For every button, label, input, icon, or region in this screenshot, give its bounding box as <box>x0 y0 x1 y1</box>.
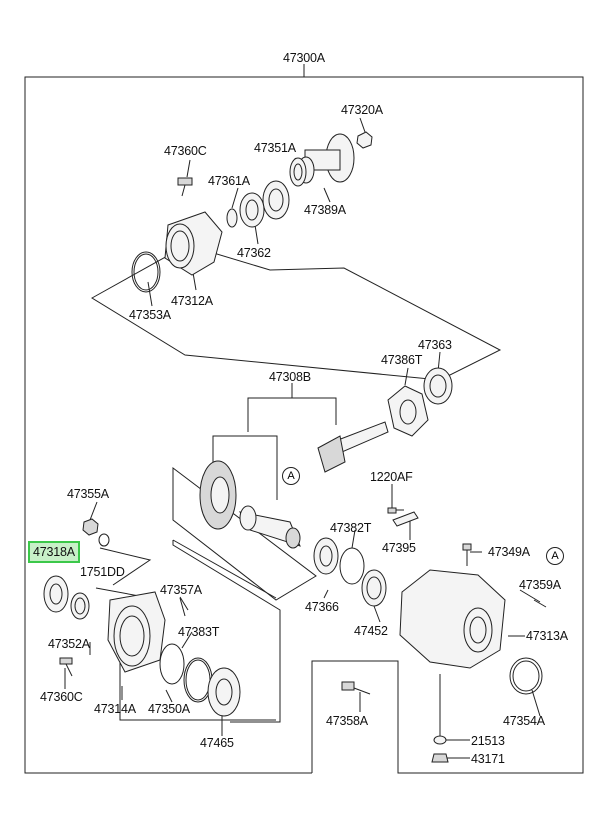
part-label-47352A[interactable]: 47352A <box>48 637 90 651</box>
part-label-47363[interactable]: 47363 <box>418 338 452 352</box>
part-label-47318A-highlighted[interactable]: 47318A <box>28 541 80 563</box>
part-label-47354A[interactable]: 47354A <box>503 714 545 728</box>
part-label-47360C-top[interactable]: 47360C <box>164 144 207 158</box>
part-label-47349A[interactable]: 47349A <box>488 545 530 559</box>
reference-marker-a: A <box>282 467 300 485</box>
part-label-47383T[interactable]: 47383T <box>178 625 220 639</box>
part-label-47395[interactable]: 47395 <box>382 541 416 555</box>
part-label-47308B[interactable]: 47308B <box>269 370 311 384</box>
part-label-47361A[interactable]: 47361A <box>208 174 250 188</box>
part-label-47350A[interactable]: 47350A <box>148 702 190 716</box>
part-label-1751DD[interactable]: 1751DD <box>80 565 125 579</box>
part-label-21513[interactable]: 21513 <box>471 734 505 748</box>
part-label-43171[interactable]: 43171 <box>471 752 505 766</box>
part-label-47362[interactable]: 47362 <box>237 246 271 260</box>
part-label-47355A[interactable]: 47355A <box>67 487 109 501</box>
assembly-label[interactable]: 47300A <box>283 51 325 65</box>
part-label-47353A[interactable]: 47353A <box>129 308 171 322</box>
part-label-47320A[interactable]: 47320A <box>341 103 383 117</box>
reference-marker-a: A <box>546 547 564 565</box>
part-label-47465[interactable]: 47465 <box>200 736 234 750</box>
part-label-47313A[interactable]: 47313A <box>526 629 568 643</box>
part-label-47314A[interactable]: 47314A <box>94 702 136 716</box>
part-label-47359A[interactable]: 47359A <box>519 578 561 592</box>
part-label-47386T[interactable]: 47386T <box>381 353 423 367</box>
part-label-47351A[interactable]: 47351A <box>254 141 296 155</box>
part-label-47360C-bottom[interactable]: 47360C <box>40 690 83 704</box>
part-label-47357A[interactable]: 47357A <box>160 583 202 597</box>
part-label-47389A[interactable]: 47389A <box>304 203 346 217</box>
part-label-47382T[interactable]: 47382T <box>330 521 372 535</box>
part-label-1220AF[interactable]: 1220AF <box>370 470 413 484</box>
part-label-47358A[interactable]: 47358A <box>326 714 368 728</box>
part-label-47312A[interactable]: 47312A <box>171 294 213 308</box>
part-label-47366[interactable]: 47366 <box>305 600 339 614</box>
part-label-47452[interactable]: 47452 <box>354 624 388 638</box>
